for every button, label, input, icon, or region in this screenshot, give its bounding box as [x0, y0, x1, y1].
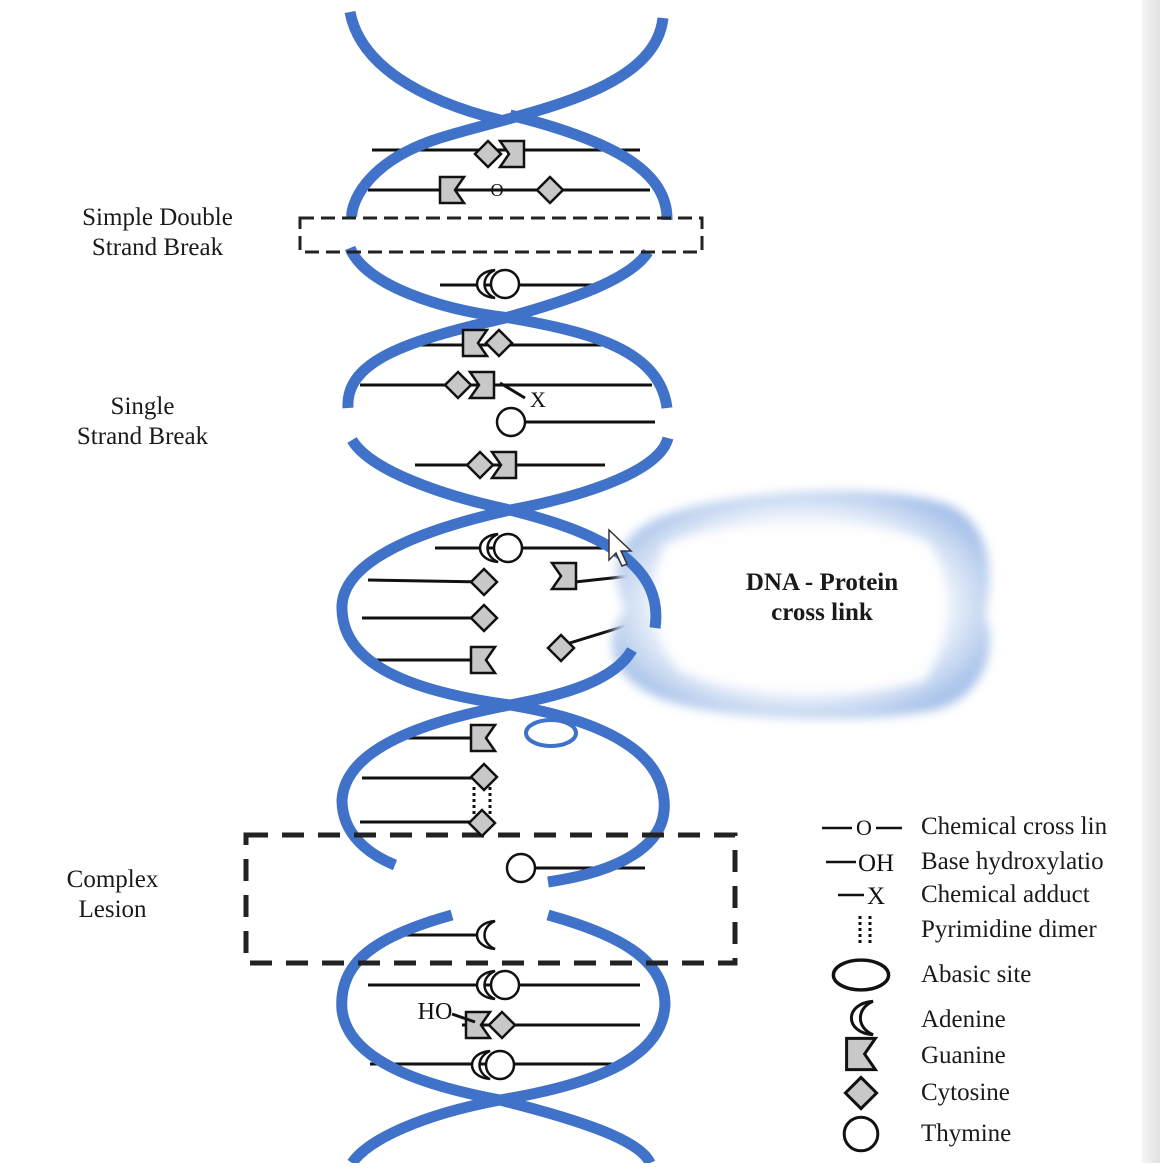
- thymine-base: [489, 969, 521, 1001]
- page-edge-shadow: [1142, 0, 1160, 1163]
- label-line: Simple Double: [82, 204, 233, 231]
- strand-segment: [336, 646, 637, 871]
- guanine-base: [469, 723, 498, 753]
- nucleotide-bases: [438, 139, 578, 1081]
- helix-strands: [336, 10, 674, 1167]
- cytosine-base: [487, 1010, 517, 1040]
- thymine-base: [495, 406, 527, 438]
- thymine-base: [492, 532, 524, 564]
- cytosine-base: [465, 450, 495, 480]
- guanine-base: [438, 175, 467, 205]
- guanine-base: [464, 1010, 493, 1040]
- adenine-base: [478, 532, 499, 564]
- strand-segment: [509, 699, 670, 888]
- guanine-r-base: [497, 139, 526, 169]
- legend-adenine: Adenine: [921, 1006, 1006, 1033]
- strand-segment: [342, 248, 653, 409]
- guanine-base: [469, 645, 498, 675]
- guanine-base: [461, 328, 490, 358]
- single-strand-break-label: Single Strand Break: [45, 392, 240, 452]
- cytosine-base: [469, 567, 499, 597]
- legend-pyrimidine-dimer: Pyrimidine dimer: [921, 916, 1097, 943]
- thymine-base: [505, 852, 537, 884]
- legend-symbol-abasic-site: [831, 958, 891, 992]
- hydroxyl-marker: HO: [418, 999, 453, 1025]
- legend-symbols: O OH X: [822, 815, 902, 1153]
- legend-cytosine: Cytosine: [921, 1079, 1010, 1106]
- adenine-base: [475, 268, 496, 300]
- cytosine-base: [546, 633, 576, 663]
- double-strand-break-label: Simple Double Strand Break: [50, 203, 265, 263]
- thymine-base: [489, 268, 521, 300]
- strand-segment: [344, 10, 502, 126]
- legend-chemical-cross-link: Chemical cross lin: [921, 813, 1108, 840]
- adenine-base: [475, 969, 496, 1001]
- lesion-bonds: [458, 188, 540, 400]
- protein-blob: [612, 491, 990, 719]
- protein-crosslink-label: DNA - Protein cross link: [718, 568, 926, 628]
- cytosine-base: [484, 328, 514, 358]
- strand-segment: [347, 909, 671, 1167]
- abasic-site-mark: [524, 718, 578, 748]
- cytosine-base: [535, 175, 565, 205]
- label-line: cross link: [771, 599, 873, 626]
- cytosine-base: [473, 139, 503, 169]
- cytosine-base: [443, 370, 473, 400]
- cytosine-base: [843, 1075, 879, 1111]
- legend-guanine: Guanine: [921, 1042, 1006, 1069]
- legend-symbol-chemical-adduct: X: [838, 883, 885, 910]
- guanine-r-base: [549, 561, 578, 591]
- legend-chemical-adduct: Chemical adduct: [921, 881, 1090, 908]
- legend-symbol-guanine: [845, 1036, 879, 1072]
- rung: [367, 578, 486, 584]
- legend-base-hydroxylation: Base hydroxylatio: [921, 848, 1104, 875]
- legend-symbol-pyrimidine-dimer: [858, 916, 872, 944]
- label-line: Single: [110, 393, 175, 420]
- adenine-base: [470, 1049, 491, 1081]
- legend-symbol-adenine: [849, 999, 874, 1037]
- strand-segment: [336, 909, 656, 1166]
- complex-lesion-box: [243, 832, 738, 966]
- label-line: Complex: [66, 866, 159, 893]
- guanine-r-base: [489, 450, 518, 480]
- pyrimidine-dimer-mark: [472, 787, 492, 815]
- adenine-base: [475, 919, 496, 951]
- abasic-base: [831, 958, 891, 992]
- cytosine-base: [469, 762, 499, 792]
- legend-symbol-thymine: [842, 1115, 880, 1153]
- double-strand-break-box: [298, 216, 704, 254]
- crosslink-marker: O: [491, 180, 504, 200]
- legend-symbol-chemical-cross-link: O: [822, 815, 902, 840]
- thymine-base: [842, 1115, 880, 1153]
- label-line: DNA - Protein: [745, 569, 899, 596]
- label-line: Strand Break: [91, 234, 224, 261]
- complex-lesion-label: Complex Lesion: [40, 865, 185, 925]
- svg-text:O: O: [856, 815, 872, 840]
- legend-symbol-cytosine: [843, 1075, 879, 1111]
- adduct-marker: X: [530, 387, 546, 412]
- label-line: Strand Break: [76, 423, 209, 450]
- svg-text:X: X: [867, 883, 885, 910]
- thymine-base: [484, 1049, 516, 1081]
- guanine-base: [845, 1036, 879, 1072]
- cytosine-base: [467, 808, 497, 838]
- strand-segment: [346, 17, 669, 220]
- mouse-cursor-icon: [608, 528, 633, 567]
- legend-thymine: Thymine: [921, 1120, 1012, 1147]
- strand-segment: [508, 109, 673, 221]
- adenine-base: [849, 999, 874, 1037]
- label-line: Lesion: [78, 896, 147, 923]
- legend-symbol-base-hydroxylation: OH: [826, 850, 894, 877]
- strand-segment: [336, 436, 674, 711]
- guanine-r-base: [467, 370, 496, 400]
- cytosine-base: [469, 603, 499, 633]
- legend-abasic-site: Abasic site: [921, 961, 1032, 988]
- svg-text:OH: OH: [858, 850, 894, 877]
